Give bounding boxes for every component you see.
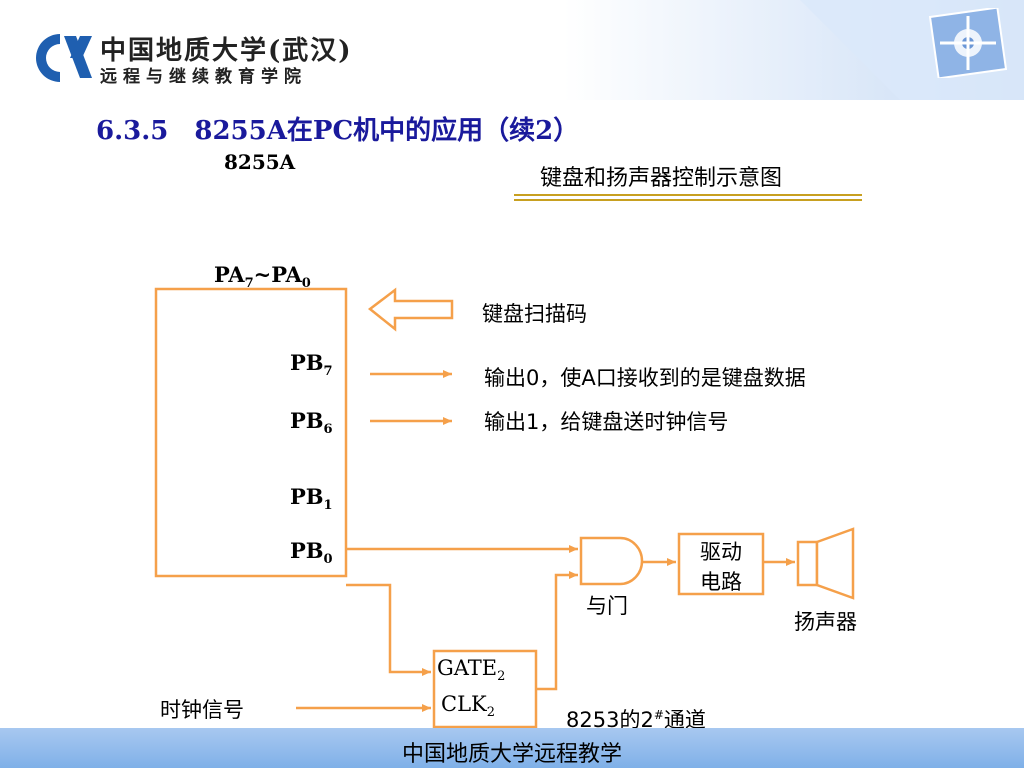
speaker-body [796,540,819,587]
speaker-label: 扬声器 [794,610,857,634]
driver-label-line1: 驱动 [700,540,742,564]
pb1-port-label: PB1 [290,484,333,514]
pb6-description: 输出1，给键盘送时钟信号 [484,410,729,434]
university-logo [36,34,92,82]
pb7-description: 输出0，使A口接收到的是键盘数据 [484,366,806,390]
clk2-label: CLK2 [441,692,495,721]
pb1-to-gate2-wire [346,583,431,676]
page-title: 6.3.5 8255A在PC机中的应用（续2） [96,116,580,146]
driver-circuit-box [677,532,765,596]
scan-code-arrow [367,287,454,332]
logo-line2: 远程与继续教育学院 [100,67,307,87]
gate2-label: GATE2 [437,656,506,685]
pb0-port-label: PB0 [290,538,333,568]
diagram-title: 键盘和扬声器控制示意图 [540,166,783,191]
clock-signal-label: 时钟信号 [160,698,244,722]
speaker-cone [815,527,855,600]
chip-8255a-box [154,287,348,578]
and-gate-label: 与门 [586,594,628,618]
driver-label-line2: 电路 [700,570,742,594]
logo-line1: 中国地质大学(武汉) [100,36,353,66]
scan-code-label: 键盘扫描码 [482,302,587,326]
chip-label: 8255A [224,150,296,174]
and-gate-shape [579,536,644,586]
emblem-icon [928,8,1008,78]
footer-text: 中国地质大学远程教学 [401,742,622,767]
pa-port-label: PA7~PA0 [214,262,311,292]
footer-bar [0,728,1024,768]
timer-to-and-wire [536,571,578,691]
pb6-port-label: PB6 [290,408,333,438]
pb7-port-label: PB7 [290,350,333,380]
